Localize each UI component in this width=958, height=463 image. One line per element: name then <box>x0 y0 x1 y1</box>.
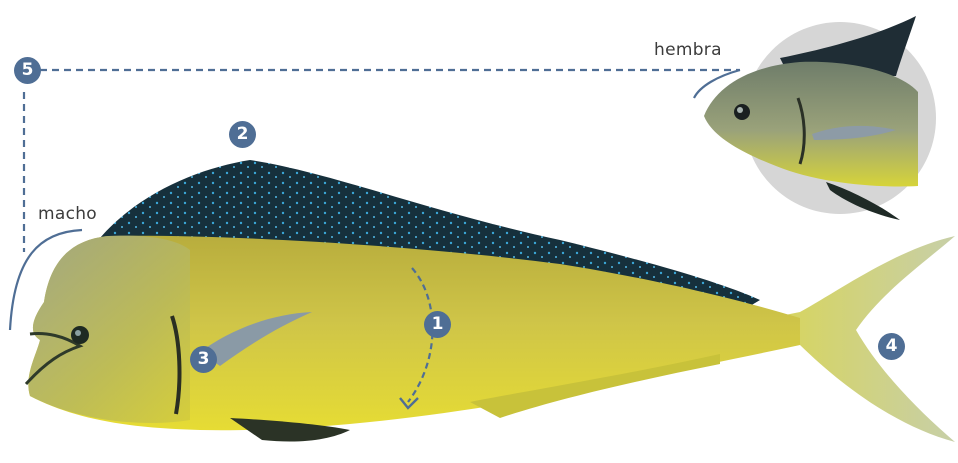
marker-5: 5 <box>14 57 41 84</box>
female-dorado-inset <box>704 16 936 220</box>
fish-head <box>28 236 190 423</box>
label-macho: macho <box>38 204 97 224</box>
marker-3: 3 <box>190 346 217 373</box>
marker-2: 2 <box>229 121 256 148</box>
label-hembra: hembra <box>654 40 722 60</box>
marker-4: 4 <box>878 333 905 360</box>
marker-1: 1 <box>424 311 451 338</box>
female-head <box>704 62 918 187</box>
